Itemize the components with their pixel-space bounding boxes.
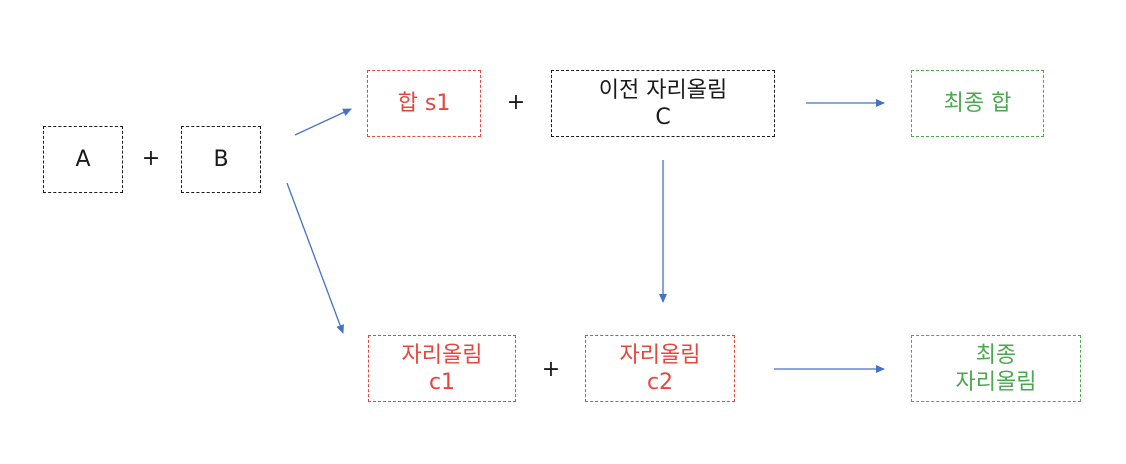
- input-a-label: A: [75, 147, 91, 172]
- carry-c1-box: 자리올림 c1: [368, 335, 516, 402]
- carry-c1-symbol: c1: [428, 369, 456, 395]
- previous-carry-label: 이전 자리올림: [598, 77, 728, 103]
- carry-c2-symbol: c2: [646, 369, 674, 395]
- final-carry-label-line1: 최종: [975, 342, 1017, 368]
- plus-operator-s1-c: +: [506, 90, 526, 115]
- final-sum-box: 최종 합: [911, 70, 1044, 137]
- plus-operator-ab: +: [141, 146, 161, 171]
- final-sum-label: 최종 합: [943, 91, 1012, 116]
- previous-carry-symbol: C: [655, 104, 671, 130]
- input-b-box: B: [181, 126, 261, 193]
- carry-c2-label: 자리올림: [619, 342, 701, 368]
- input-a-box: A: [43, 126, 123, 193]
- input-b-label: B: [213, 147, 229, 172]
- carry-c1-label: 자리올림: [401, 342, 483, 368]
- carry-c2-box: 자리올림 c2: [585, 335, 735, 402]
- previous-carry-box: 이전 자리올림 C: [551, 70, 775, 137]
- final-carry-box: 최종 자리올림: [911, 335, 1081, 402]
- sum-s1-label: 합 s1: [397, 91, 451, 116]
- arrow-ab-to-s1: [294, 108, 352, 136]
- arrow-ab-to-c1: [286, 182, 344, 334]
- plus-operator-c1-c2: +: [541, 357, 561, 382]
- final-carry-label-line2: 자리올림: [955, 369, 1037, 395]
- sum-s1-box: 합 s1: [367, 70, 481, 137]
